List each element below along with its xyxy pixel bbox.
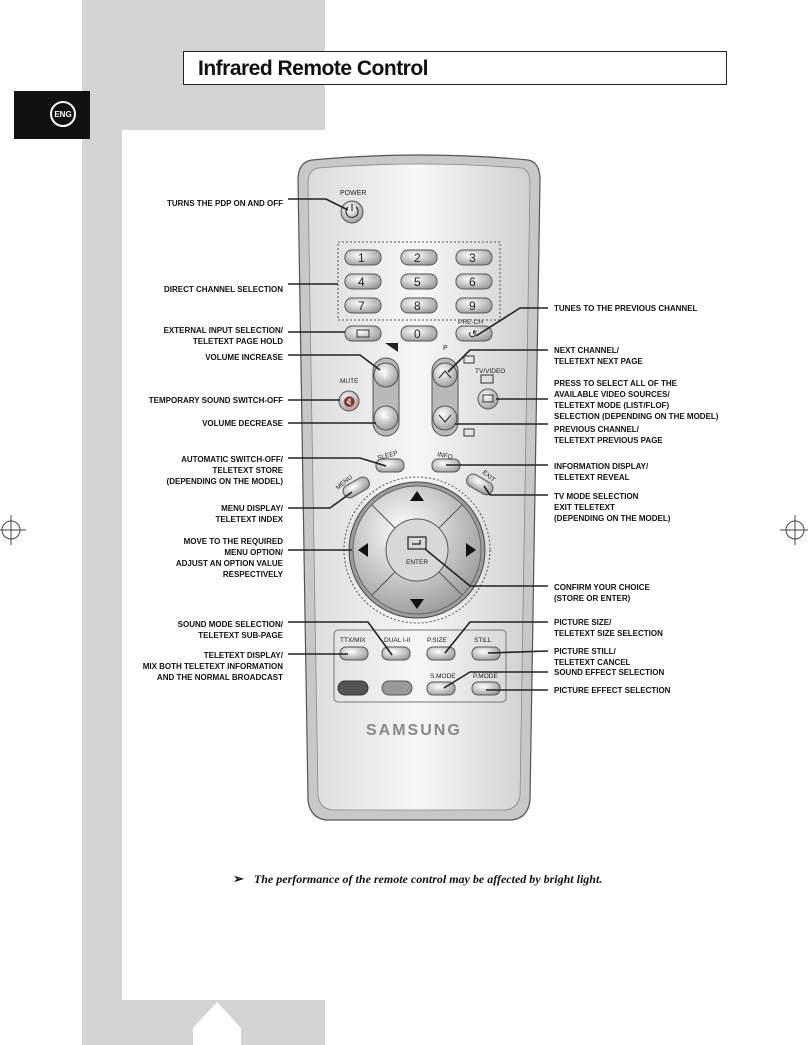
svg-text:INFO: INFO bbox=[437, 451, 454, 461]
callout-label-volup: VOLUME INCREASE bbox=[205, 353, 283, 362]
callout-label-still: PICTURE STILL/ TELETEXT CANCEL bbox=[554, 647, 631, 667]
digit-label: 4 bbox=[358, 275, 365, 289]
callout-label-enter: CONFIRM YOUR CHOICE (STORE OR ENTER) bbox=[554, 583, 650, 603]
section-title-box: Infrared Remote Control bbox=[183, 51, 727, 85]
svg-text:POWER: POWER bbox=[340, 190, 366, 197]
svg-text:DUAL I-II: DUAL I-II bbox=[384, 637, 411, 644]
callout-label-psize: PICTURE SIZE/ TELETEXT SIZE SELECTION bbox=[554, 618, 663, 638]
callout-label-move: MOVE TO THE REQUIRED MENU OPTION/ ADJUST… bbox=[175, 537, 283, 579]
svg-text:SAMSUNG: SAMSUNG bbox=[366, 722, 462, 739]
callout-label-info: INFORMATION DISPLAY/ TELETEXT REVEAL bbox=[554, 462, 649, 482]
callout-label-ext: EXTERNAL INPUT SELECTION/ TELETEXT PAGE … bbox=[163, 326, 283, 346]
digit-label: 2 bbox=[414, 251, 421, 265]
registration-mark-icon bbox=[0, 515, 26, 545]
svg-text:TTX/MIX: TTX/MIX bbox=[340, 637, 366, 644]
callout-label-sleep: AUTOMATIC SWITCH-OFF/ TELETEXT STORE (DE… bbox=[166, 455, 283, 486]
svg-text:🔇: 🔇 bbox=[343, 395, 355, 408]
callout-label-direct: DIRECT CHANNEL SELECTION bbox=[164, 285, 283, 294]
callout-leader-line bbox=[424, 548, 548, 587]
digit-button[interactable] bbox=[344, 273, 382, 290]
svg-text:STILL: STILL bbox=[474, 637, 492, 644]
digit-label: 8 bbox=[414, 299, 421, 313]
page-gray-margin bbox=[82, 130, 122, 1045]
callout-leader-line bbox=[288, 621, 393, 656]
svg-text:ENTER: ENTER bbox=[406, 559, 428, 566]
digit-button[interactable] bbox=[455, 249, 493, 266]
callout-label-ttx: TELETEXT DISPLAY/ MIX BOTH TELETEXT INFO… bbox=[142, 651, 283, 682]
digit-button[interactable] bbox=[455, 297, 493, 314]
callout-leader-line bbox=[483, 485, 548, 496]
digit-button[interactable] bbox=[400, 325, 438, 342]
digit-button[interactable] bbox=[344, 249, 382, 266]
digit-label: 6 bbox=[469, 275, 476, 289]
svg-text:P: P bbox=[443, 345, 448, 352]
digit-label: 5 bbox=[414, 275, 421, 289]
svg-text:MUTE: MUTE bbox=[340, 378, 359, 385]
callout-leader-line bbox=[487, 650, 549, 654]
callout-leader-line bbox=[447, 349, 548, 373]
callout-label-mute: TEMPORARY SOUND SWITCH-OFF bbox=[148, 396, 283, 405]
callout-label-exit: TV MODE SELECTION EXIT TELETEXT (DEPENDI… bbox=[554, 492, 671, 523]
callout-leader-line bbox=[288, 198, 349, 211]
callout-label-menu: MENU DISPLAY/ TELETEXT INDEX bbox=[215, 504, 283, 524]
digit-label: 7 bbox=[358, 299, 365, 313]
digit-label: 1 bbox=[358, 251, 365, 265]
callout-label-prech: TUNES TO THE PREVIOUS CHANNEL bbox=[554, 304, 698, 313]
page-up-arrow-base bbox=[193, 1028, 241, 1045]
registration-mark-icon bbox=[780, 515, 808, 545]
svg-text:P.MODE: P.MODE bbox=[473, 673, 498, 680]
callout-leader-line bbox=[288, 457, 387, 467]
callout-label-smode: SOUND EFFECT SELECTION bbox=[554, 668, 665, 677]
callout-label-prev: PREVIOUS CHANNEL/ TELETEXT PREVIOUS PAGE bbox=[554, 425, 663, 445]
callout-label-power: TURNS THE PDP ON AND OFF bbox=[166, 199, 283, 208]
digit-label: 0 bbox=[414, 327, 421, 341]
callout-label-pmode: PICTURE EFFECT SELECTION bbox=[554, 686, 671, 695]
svg-text:S.MODE: S.MODE bbox=[430, 673, 456, 680]
svg-text:+: + bbox=[381, 368, 389, 383]
callout-label-tvvideo: PRESS TO SELECT ALL OF THE AVAILABLE VID… bbox=[554, 379, 719, 421]
remote-note: ➢ The performance of the remote control m… bbox=[233, 871, 602, 887]
callout-label-sound: SOUND MODE SELECTION/ TELETEXT SUB-PAGE bbox=[177, 620, 283, 640]
callout-label-next: NEXT CHANNEL/ TELETEXT NEXT PAGE bbox=[554, 346, 643, 366]
language-tab: ENG bbox=[14, 91, 90, 139]
callout-leader-line bbox=[475, 307, 548, 337]
page-title: Infrared Remote Control bbox=[198, 57, 429, 80]
digit-button[interactable] bbox=[400, 297, 438, 314]
callout-leader-line bbox=[288, 354, 381, 371]
digit-button[interactable] bbox=[455, 273, 493, 290]
note-text: The performance of the remote control ma… bbox=[253, 872, 603, 886]
svg-text:−: − bbox=[382, 410, 390, 425]
page-up-arrow-icon bbox=[193, 1002, 241, 1028]
svg-text:↺: ↺ bbox=[468, 328, 477, 341]
digit-button[interactable] bbox=[344, 297, 382, 314]
digit-label: 3 bbox=[469, 251, 476, 265]
digit-label: 9 bbox=[469, 299, 476, 313]
arrow-bullet-icon: ➢ bbox=[233, 871, 244, 886]
svg-text:PRE-CH: PRE-CH bbox=[458, 319, 483, 326]
callout-leader-line bbox=[444, 621, 548, 654]
callout-leader-line bbox=[443, 671, 548, 689]
svg-text:P.SIZE: P.SIZE bbox=[427, 637, 447, 644]
language-badge: ENG bbox=[50, 101, 76, 127]
digit-button[interactable] bbox=[400, 273, 438, 290]
callout-leader-line bbox=[288, 491, 353, 509]
callout-label-voldn: VOLUME DECREASE bbox=[202, 419, 283, 428]
svg-text:TV/VIDEO: TV/VIDEO bbox=[475, 368, 505, 375]
digit-button[interactable] bbox=[400, 249, 438, 266]
